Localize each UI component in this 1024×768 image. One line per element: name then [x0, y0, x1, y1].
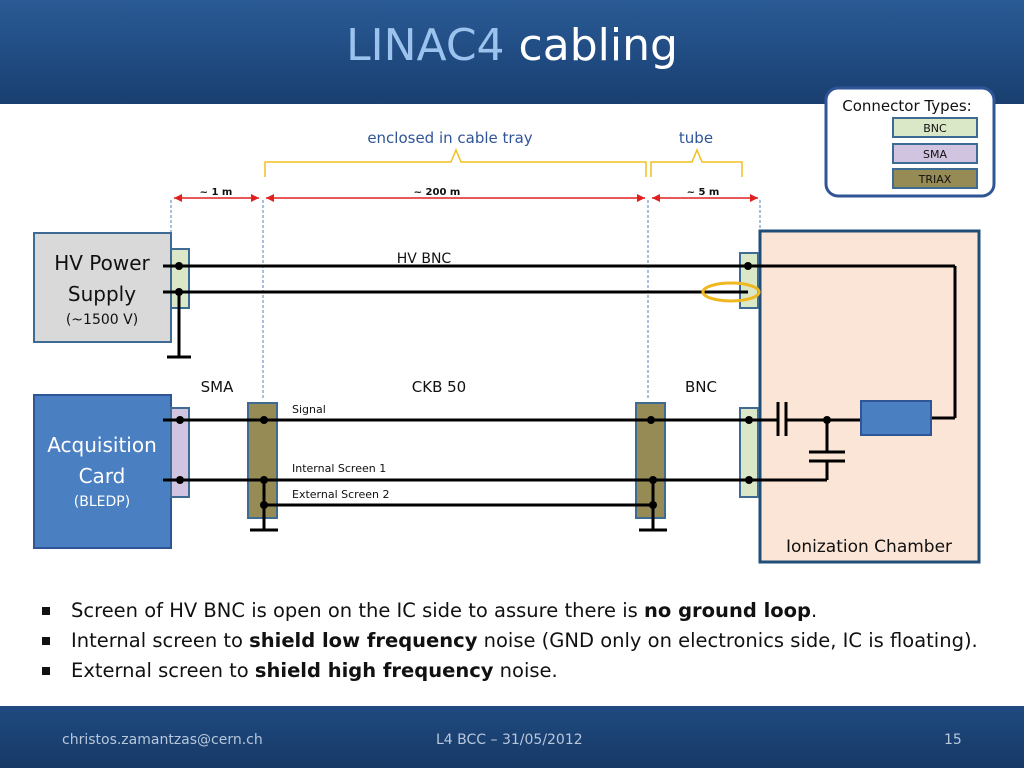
signal-label: Signal: [292, 403, 326, 416]
distance-3-label: ~ 5 m: [687, 187, 720, 198]
junction-dot: [175, 288, 183, 296]
legend-bnc-label: BNC: [923, 122, 947, 135]
hv-supply-line1: HV Power: [54, 251, 150, 275]
acq-card-line3: (BLEDP): [74, 494, 130, 510]
junction-dot: [175, 262, 183, 270]
cabling-diagram: Connector Types: BNC SMA TRIAX enclosed …: [33, 86, 996, 564]
legend-triax-label: TRIAX: [918, 173, 952, 186]
tube-bracket: [650, 148, 743, 177]
external-screen-label: External Screen 2: [292, 488, 389, 501]
open-screen-marker: [701, 281, 761, 303]
acq-card-line2: Card: [79, 464, 126, 488]
junction-dot: [647, 416, 655, 424]
bullet-item: External screen to shield high frequency…: [42, 656, 1017, 686]
bullet-square: [42, 667, 50, 675]
distance-2-label: ~ 200 m: [414, 187, 461, 198]
distance-1-label: ~ 1 m: [200, 187, 233, 198]
hv-supply-line2: Supply: [68, 282, 136, 306]
bullet-2-text: Internal screen to: [71, 629, 250, 652]
title-part1: LINAC4: [346, 20, 505, 71]
bullet-square: [42, 607, 50, 615]
ionization-chamber-box: [758, 229, 981, 564]
acquisition-card-box: [33, 394, 172, 549]
sma-cable-label: SMA: [201, 378, 234, 396]
tray-section-label: enclosed in cable tray: [367, 129, 532, 147]
legend-sma-label: SMA: [923, 148, 947, 161]
footer-page-number: 15: [944, 732, 962, 748]
junction-dot: [745, 416, 753, 424]
ic-electrode-block: [860, 400, 932, 436]
junction-dot: [260, 416, 268, 424]
slide-title: LINAC4 cabling: [0, 20, 1024, 71]
junction-dot: [745, 476, 753, 484]
dim-arrowhead: [174, 194, 182, 202]
reference-lines: [170, 200, 761, 400]
ionization-chamber-label: Ionization Chamber: [786, 537, 952, 557]
acq-card-line1: Acquisition: [47, 433, 157, 457]
bullet-1-end: .: [811, 599, 818, 622]
dim-arrowhead: [266, 194, 274, 202]
bullet-item: Screen of HV BNC is open on the IC side …: [42, 596, 1017, 626]
bullet-list: Screen of HV BNC is open on the IC side …: [42, 596, 1017, 686]
acq-sma-connector: [170, 407, 190, 498]
bullet-3-end: noise.: [493, 659, 558, 682]
bullet-3-bold: shield high frequency: [254, 659, 494, 682]
dim-arrowhead: [251, 194, 259, 202]
dim-arrowhead: [652, 194, 660, 202]
tray-bracket: [264, 148, 647, 177]
title-part2: cabling: [518, 20, 678, 71]
ckb50-cable-label: CKB 50: [412, 378, 466, 396]
footer-bar: christos.zamantzas@cern.ch L4 BCC – 31/0…: [0, 706, 1024, 768]
ic-bnc-connector: [739, 407, 759, 498]
bullet-1-text: Screen of HV BNC is open on the IC side …: [71, 599, 645, 622]
tube-section-label: tube: [679, 129, 713, 147]
junction-dot: [176, 476, 184, 484]
bullet-item: Internal screen to shield low frequency …: [42, 626, 1017, 656]
footer-event: L4 BCC – 31/05/2012: [436, 732, 583, 748]
legend-sma-swatch: [892, 143, 978, 164]
internal-screen-label: Internal Screen 1: [292, 462, 386, 475]
connector-legend: Connector Types: BNC SMA TRIAX: [824, 86, 996, 198]
junction-dot: [649, 476, 657, 484]
junction-dot: [260, 501, 268, 509]
bullet-square: [42, 637, 50, 645]
hv-bnc-cable-label: HV BNC: [397, 251, 452, 267]
bullet-2-end: noise (GND only on electronics side, IC …: [477, 629, 978, 652]
distance-markers: ~ 1 m ~ 200 m ~ 5 m: [174, 187, 758, 202]
bullet-2-bold: shield low frequency: [249, 629, 478, 652]
legend-title: Connector Types:: [842, 97, 971, 115]
dim-arrowhead: [637, 194, 645, 202]
header-bar: LINAC4 cabling: [0, 0, 1024, 104]
junction-dot: [260, 476, 268, 484]
bnc-cable-label: BNC: [685, 378, 717, 396]
bullet-1-bold: no ground loop: [644, 599, 812, 622]
bullet-3-text: External screen to: [71, 659, 255, 682]
dim-arrowhead: [750, 194, 758, 202]
junction-dot: [176, 416, 184, 424]
hv-power-supply-box: [33, 232, 172, 343]
junction-dot: [744, 262, 752, 270]
hv-supply-line3: (~1500 V): [66, 312, 138, 328]
legend-bnc-swatch: [892, 117, 978, 138]
junction-dot: [649, 501, 657, 509]
legend-triax-swatch: [892, 168, 978, 189]
footer-email: christos.zamantzas@cern.ch: [62, 732, 263, 748]
